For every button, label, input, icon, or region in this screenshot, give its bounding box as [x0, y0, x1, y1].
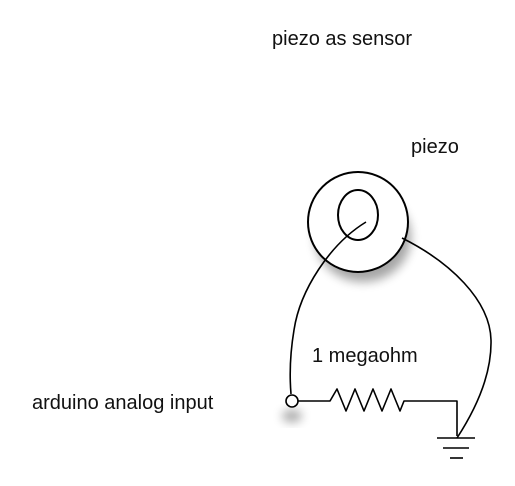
resistor-zigzag-icon — [298, 388, 458, 436]
wire-piezo-to-input — [289, 221, 367, 395]
analog-input-label: arduino analog input — [32, 392, 214, 414]
resistor-label: 1 megaohm — [312, 345, 418, 367]
wire-piezo-to-ground — [401, 237, 492, 439]
input-terminal-icon — [282, 394, 302, 422]
piezo-disc-icon — [307, 171, 411, 282]
piezo-label: piezo — [411, 136, 459, 158]
diagram-title: piezo as sensor — [272, 28, 413, 50]
piezo-inner-element — [337, 189, 379, 241]
ground-symbol-icon — [437, 437, 475, 459]
